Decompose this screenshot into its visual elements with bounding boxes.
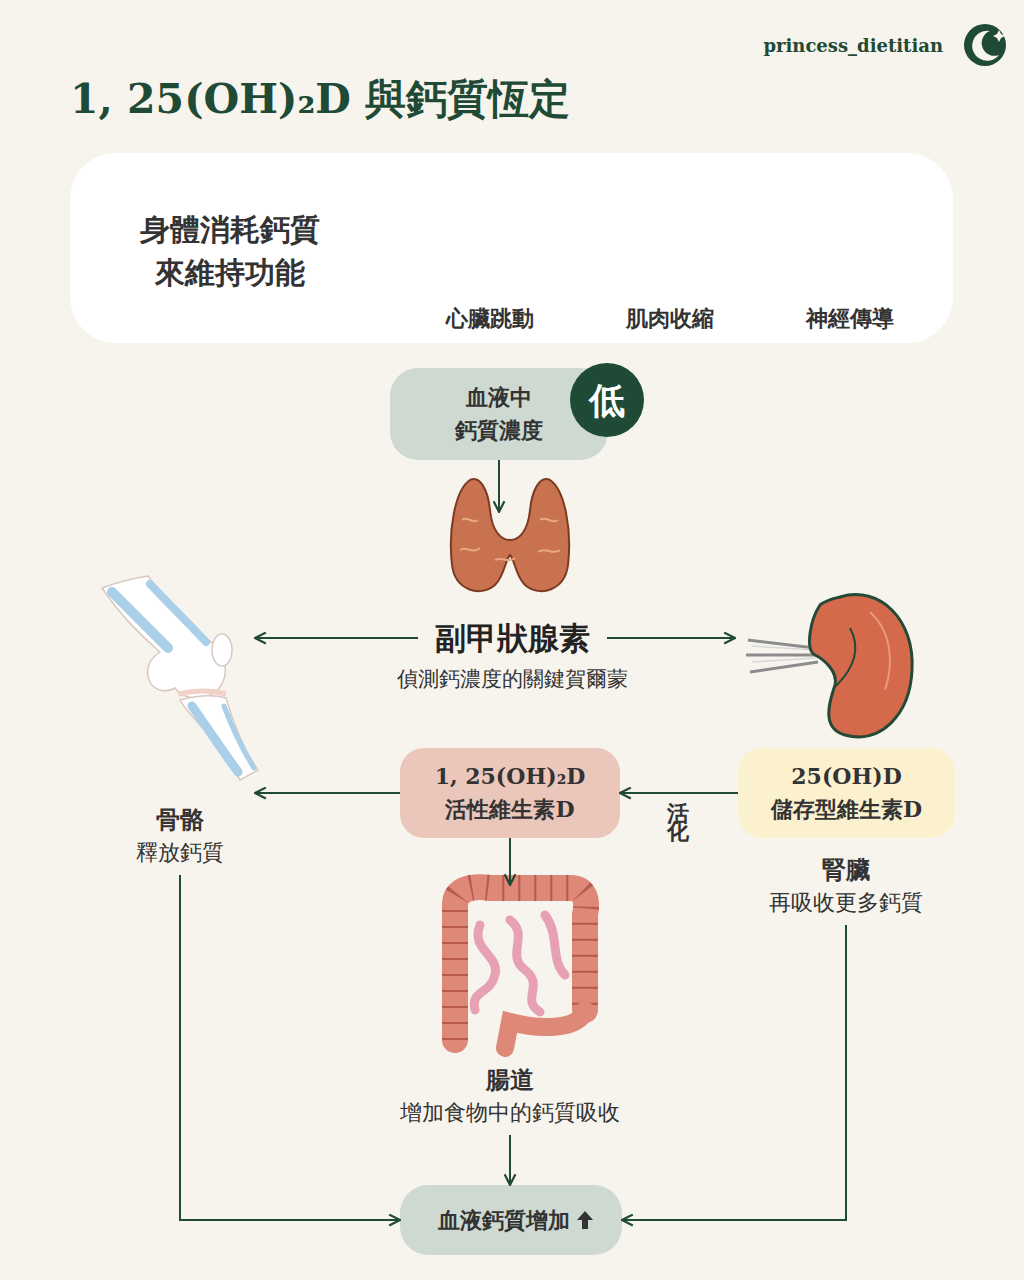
flow-arrow [498, 460, 500, 512]
diagram-title: 1, 25(OH)₂D 與鈣質恆定 [70, 72, 570, 127]
kidney-illustration-part [752, 646, 816, 662]
flow-arrow [509, 838, 511, 885]
kidney-illustration-part [836, 628, 855, 686]
flow-arrow [607, 637, 735, 639]
kidney-node: 腎臟再吸收更多鈣質 25(OH)D 儲存型維生素D [735, 590, 957, 925]
node-text: 神經傳導 [775, 303, 925, 333]
bone-illustration-part [212, 634, 232, 666]
flow-arrow [180, 875, 400, 1220]
kidney-illustration-part [810, 595, 913, 737]
flow-arrow [255, 637, 418, 639]
intestine-illustration-part [474, 915, 565, 1012]
intestine-illustration [455, 887, 586, 1048]
node-text: 腎臟 [822, 853, 870, 887]
bone-illustration-part [180, 696, 258, 780]
node-text: 副甲狀腺素 [435, 618, 590, 658]
blood-calcium-increase-box: 血液鈣質增加 [400, 1185, 622, 1255]
node-text: 腸道 [486, 1063, 534, 1097]
logo-star [993, 30, 1005, 42]
bone-illustration-part [150, 584, 206, 642]
node-text: 釋放鈣質 [136, 837, 224, 869]
edge-label: 活化 [667, 766, 691, 820]
node-text: 增加食物中的鈣質吸收 [400, 1097, 620, 1129]
bone-illustration-part [112, 592, 168, 648]
node-text: 身體消耗鈣質 來維持功能 [100, 208, 360, 294]
node-text: 再吸收更多鈣質 [769, 887, 923, 919]
thyroid-illustration [451, 479, 569, 591]
flow-arrow [509, 1135, 511, 1185]
node-text: 心臟跳動 [415, 303, 565, 333]
node-text: 25(OH)D 儲存型維生素D [738, 760, 955, 826]
node-text: 低 [589, 380, 625, 420]
node-text: 血液中 鈣質濃度 [444, 381, 554, 447]
node-text: 1, 25(OH)₂D 活性維生素D [400, 760, 620, 826]
watermark-label: princess_dietitian [763, 35, 943, 56]
bone-illustration-part [192, 706, 238, 772]
bone-illustration [102, 576, 258, 780]
bone-illustration-part [178, 691, 226, 694]
thyroid-illustration-part [460, 519, 560, 561]
intestine-node: 腸道增加食物中的鈣質吸收 [375, 885, 645, 1135]
flow-arrow [255, 792, 400, 794]
node-text: 肌肉收縮 [595, 303, 745, 333]
node-text: 骨骼 [156, 803, 204, 837]
stored-vitamin-d-box: 25(OH)D 儲存型維生素D [738, 748, 955, 838]
thyroid-illustration-part [451, 479, 569, 591]
up-arrow-shape [577, 1211, 593, 1229]
active-vitamin-d-box: 1, 25(OH)₂D 活性維生素D [400, 748, 620, 838]
node-text: 偵測鈣濃度的關鍵賀爾蒙 [397, 664, 628, 694]
intestine-illustration-part [505, 1010, 585, 1048]
bone-illustration-part [224, 706, 254, 768]
bone-illustration-part [102, 576, 225, 698]
bone-node: 骨骼釋放鈣質 [105, 575, 255, 875]
kidney-illustration-part [870, 612, 890, 690]
node-text: 血液鈣質增加 [428, 1204, 580, 1237]
logo-mark [964, 24, 1006, 66]
kidney-illustration-part [746, 640, 818, 672]
kidney-illustration [746, 595, 912, 737]
flow-arrow [622, 925, 846, 1220]
up-arrow-symbol [576, 1210, 594, 1230]
logo-circle [964, 24, 1006, 66]
function-panel: 身體消耗鈣質 來維持功能心臟跳動肌肉收縮神經傳導 [70, 153, 953, 343]
parathyroid-hormone-node: 副甲狀腺素偵測鈣濃度的關鍵賀爾蒙 [418, 512, 607, 700]
low-badge: 低 [570, 363, 644, 437]
